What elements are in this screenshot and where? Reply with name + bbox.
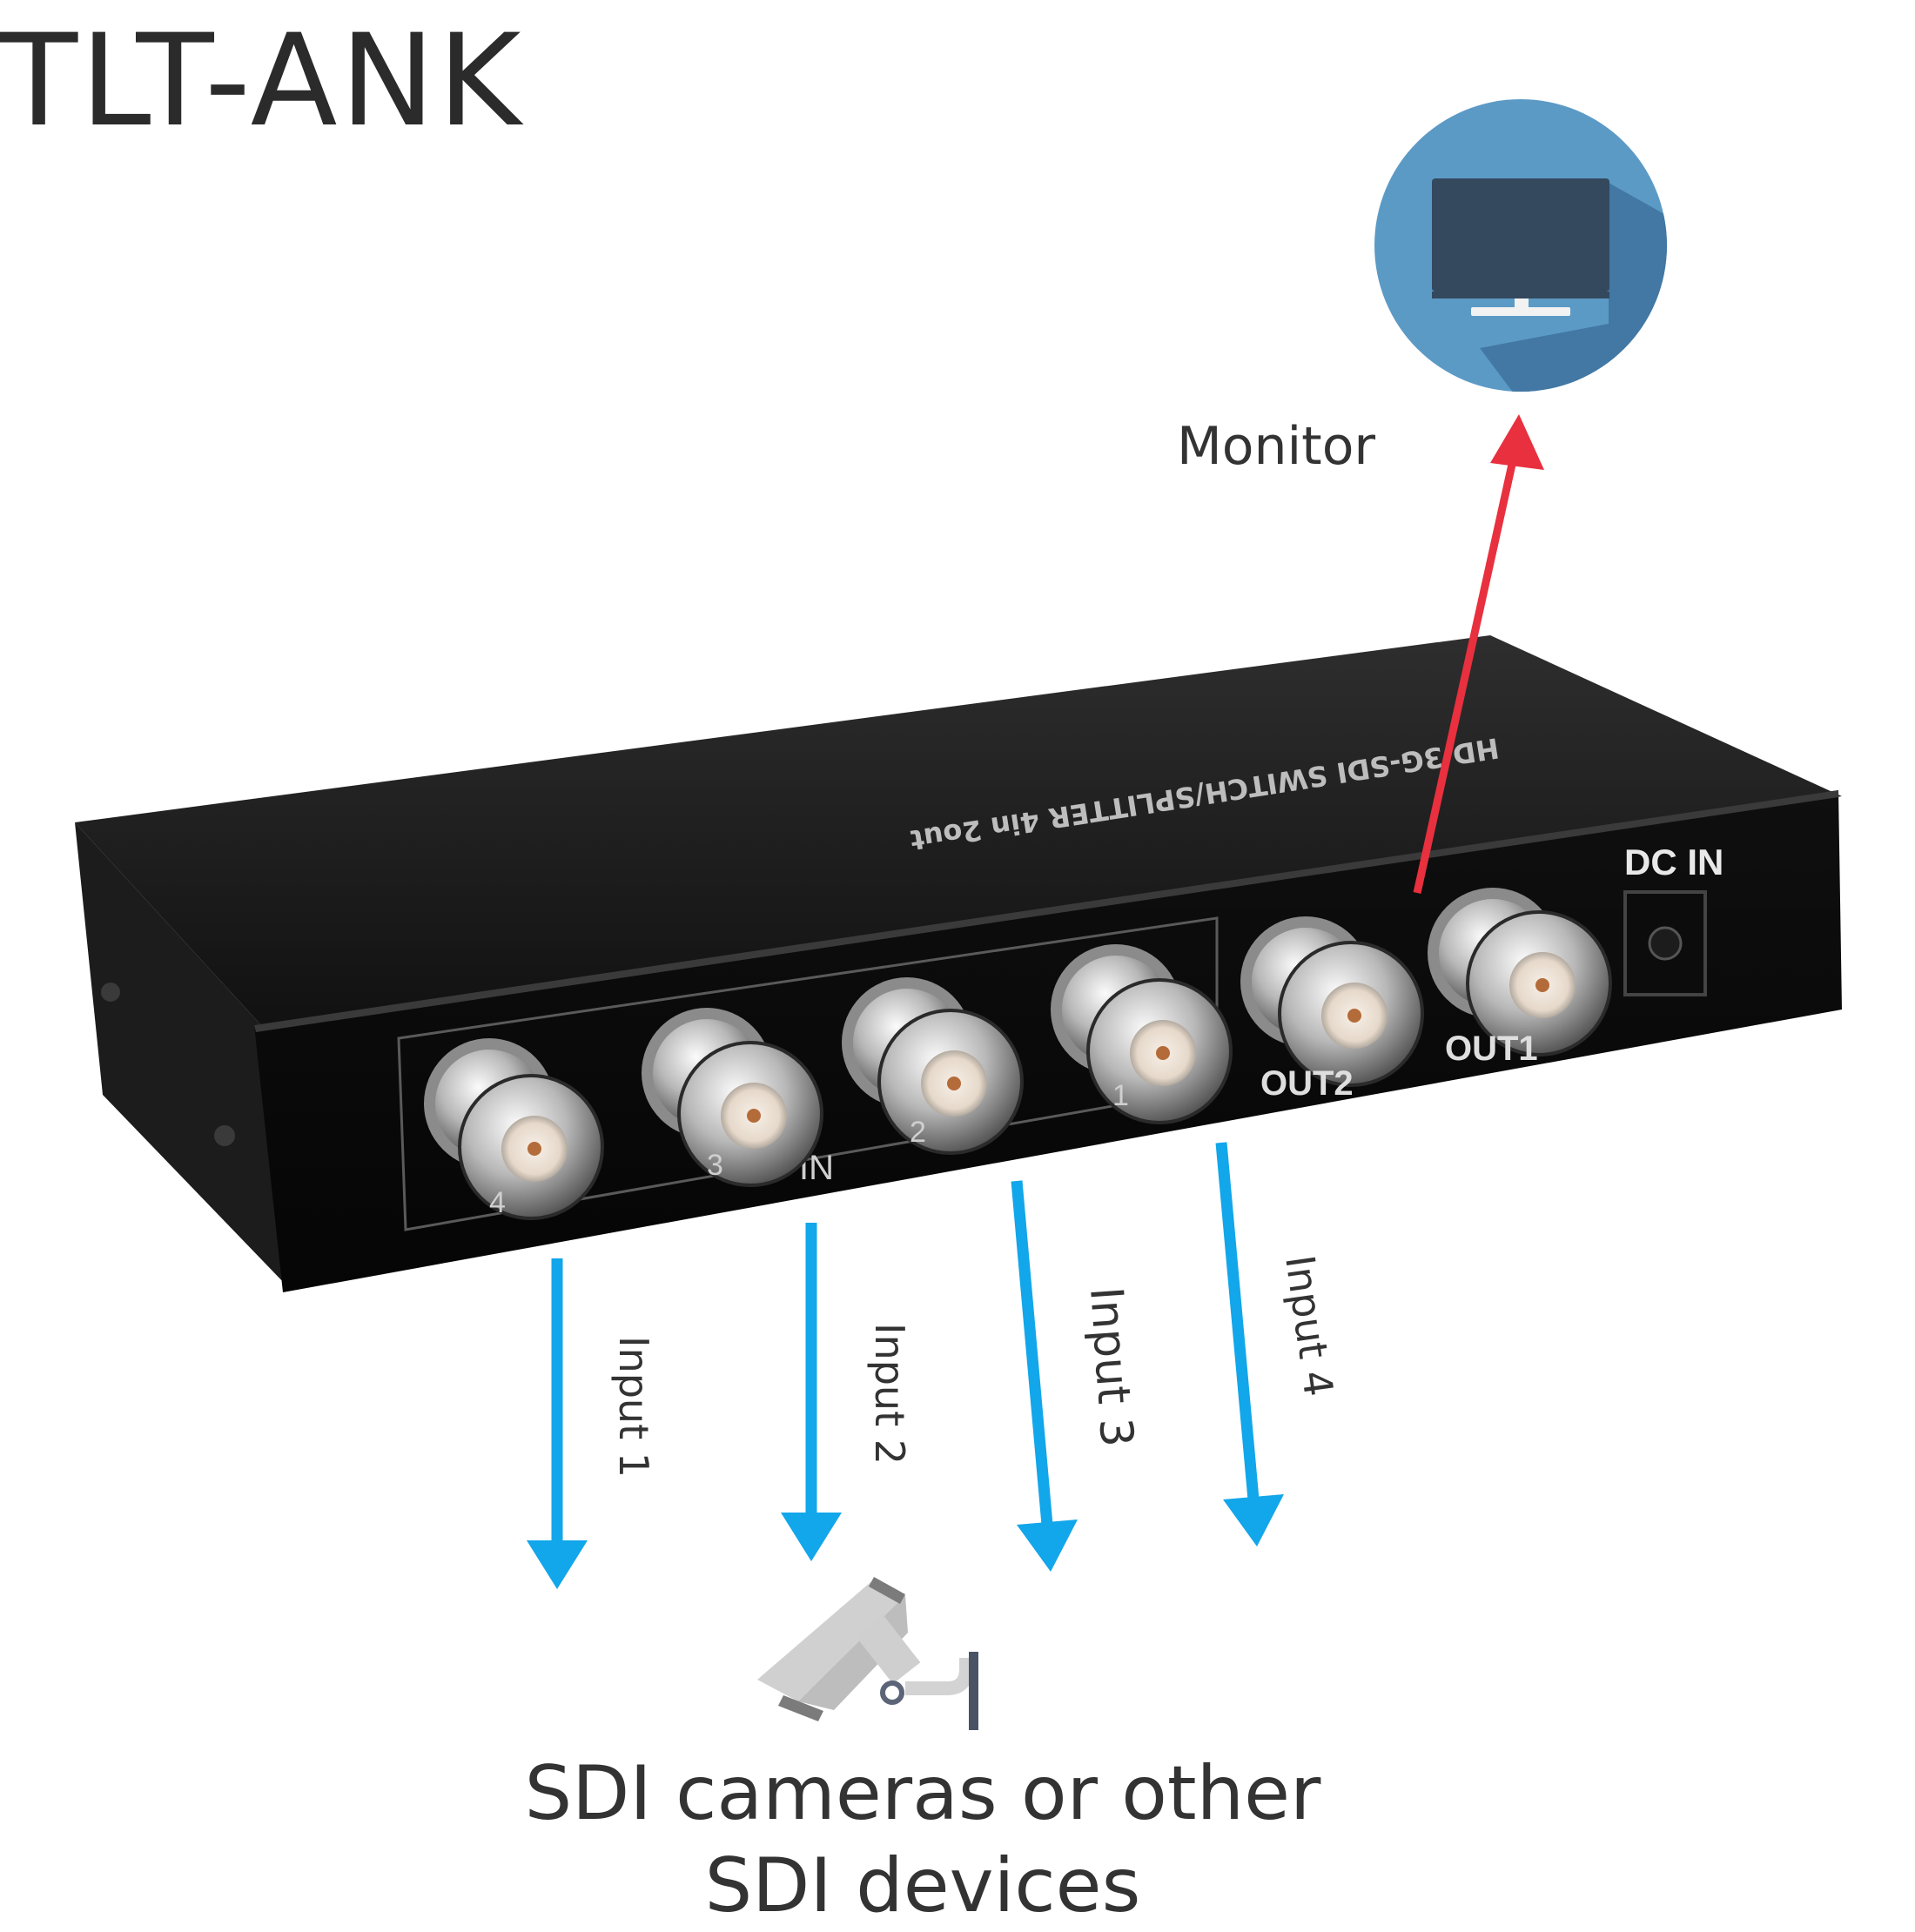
bnc-port-in-2 [842,977,1024,1155]
port-label-in-2: 2 [910,1116,926,1149]
brand-logo-text: TLT-ANK [0,7,524,155]
monitor-label: Monitor [1177,416,1375,477]
bnc-port-in-1 [1051,944,1233,1124]
output-arrow [1413,414,1544,894]
caption-line-2: SDI devices [704,1842,1141,1929]
port-label-in-3: 3 [707,1149,723,1182]
input-label-4: Input 4 [1276,1252,1342,1399]
dc-in-label: DC IN [1624,842,1724,882]
input-arrow-4 [1215,1142,1284,1546]
bnc-port-in-3 [642,1008,823,1187]
input-label-1: Input 1 [610,1336,657,1478]
input-label-3: Input 3 [1079,1285,1143,1449]
sdi-switch-device: HD/3G-SDI SWITCH/SPLITTER 4in 2out DC IN… [75,635,1842,1292]
caption-line-1: SDI cameras or other [524,1750,1321,1837]
tv-monitor-icon [1374,99,1667,392]
port-label-out-1: OUT1 [1445,1030,1538,1068]
input-arrow-1 [527,1258,588,1589]
bnc-port-out-1 [1428,888,1612,1057]
input-arrow-3 [1011,1180,1078,1572]
caption: SDI cameras or other SDI devices [487,1748,1358,1932]
bnc-port-out-2 [1240,916,1424,1087]
input-label-2: Input 2 [866,1323,913,1465]
input-arrow-2 [781,1223,842,1561]
port-label-out-2: OUT2 [1260,1064,1354,1103]
bnc-port-in-4 [424,1038,604,1220]
port-label-in-4: 4 [489,1186,506,1219]
port-label-in-1: 1 [1112,1079,1129,1112]
cctv-camera-icon [757,1577,978,1730]
